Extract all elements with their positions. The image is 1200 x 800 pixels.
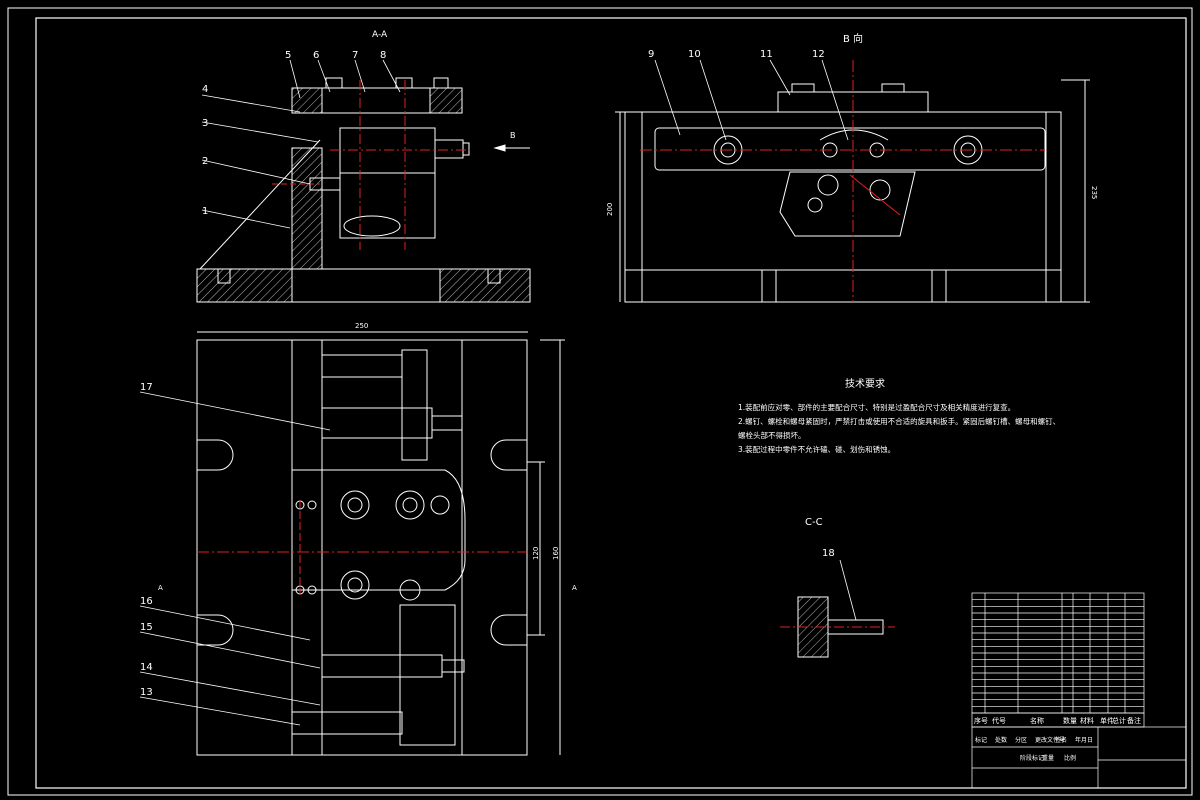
title-block-header-cell: 备注 xyxy=(1127,716,1141,725)
callout-9: 9 xyxy=(648,49,654,60)
callout-10: 10 xyxy=(688,49,701,60)
view-b: B 向 200 235 xyxy=(606,32,1098,303)
tech-line-1: 1.装配前应对零、部件的主要配合尺寸、特别是过盈配合尺寸及相关精度进行复查。 xyxy=(738,402,1015,412)
tech-line-3: 螺栓头部不得损坏。 xyxy=(738,430,806,440)
dim-inner-b: 160 xyxy=(552,547,560,560)
body-b xyxy=(624,111,1062,303)
lever-b xyxy=(654,127,1046,171)
dim-overall-width: 250 xyxy=(355,322,368,330)
callout-17: 17 xyxy=(140,382,153,393)
drawing-frames xyxy=(7,7,1193,796)
callout-8: 8 xyxy=(380,50,386,61)
view-title-aa: A-A xyxy=(372,30,388,40)
plan-view: 250 120 160 A A xyxy=(158,322,577,756)
dim-height-right: 235 xyxy=(1090,186,1098,199)
view-title-cc: C-C xyxy=(805,517,823,528)
callouts-b: 9 10 11 12 xyxy=(648,49,849,141)
title-block-header-cell: 代号 xyxy=(992,716,1006,725)
fixture-block-b xyxy=(779,171,916,237)
section-mark-a-right: A xyxy=(572,584,577,592)
section-view-cc: C-C 18 xyxy=(780,517,895,658)
title-block: 序号代号 名称 数量材料单件总计备注 标记处数分区更改文件号签名年月日阶段标记重量 比… xyxy=(971,592,1187,789)
view-title-b: B 向 xyxy=(843,32,863,45)
arrow-label-b: B xyxy=(510,131,516,140)
clamp-body-plan xyxy=(291,469,466,591)
callout-3: 3 xyxy=(202,118,208,129)
callout-5: 5 xyxy=(285,50,291,61)
callout-1: 1 xyxy=(202,206,208,217)
tech-line-2: 2.螺钉、螺栓和螺母紧固时，严禁打击或使用不合适的旋具和扳手。紧固后螺钉槽、螺母… xyxy=(738,416,1060,426)
title-block-bottom-label: 阶段标记 xyxy=(1020,754,1044,762)
callout-4: 4 xyxy=(202,84,208,95)
callout-2: 2 xyxy=(202,156,208,167)
title-block-bottom-label: 标记 xyxy=(975,736,987,744)
callout-7: 7 xyxy=(352,50,358,61)
base-outline-plan xyxy=(196,339,528,756)
callout-18: 18 xyxy=(822,548,835,559)
callout-13: 13 xyxy=(140,687,153,698)
tech-title: 技术要求 xyxy=(845,377,885,390)
inner-border xyxy=(35,17,1187,789)
title-block-bottom-label: 重量 xyxy=(1042,754,1054,762)
tech-line-4: 3.装配过程中零件不允许磕、碰、划伤和锈蚀。 xyxy=(738,444,895,454)
bolt-17 xyxy=(321,407,433,439)
title-block-header-cell: 名称 xyxy=(1030,716,1044,725)
section-mark-a-left: A xyxy=(158,584,163,592)
title-block-bottom-label: 比例 xyxy=(1064,754,1076,762)
callouts-plan: 17 16 15 14 13 xyxy=(139,382,331,726)
title-block-bottom-label: 更改文件号 xyxy=(1035,736,1065,744)
title-block-header-cell: 总计 xyxy=(1112,716,1126,725)
bolt-16 xyxy=(321,654,443,678)
title-block-header-cell: 序号 xyxy=(974,716,988,725)
technical-requirements: 技术要求 1.装配前应对零、部件的主要配合尺寸、特别是过盈配合尺寸及相关精度进行… xyxy=(738,377,1060,454)
section-view-aa: A-A B xyxy=(196,30,531,303)
callout-15: 15 xyxy=(140,622,153,633)
callout-14: 14 xyxy=(140,662,153,673)
title-block-bottom-label: 年月日 xyxy=(1075,736,1093,744)
callout-6: 6 xyxy=(313,50,319,61)
callout-11: 11 xyxy=(760,49,773,60)
callout-12: 12 xyxy=(812,49,825,60)
title-block-header-cell: 材料 xyxy=(1080,716,1094,725)
callouts-aa: 4 3 2 1 5 6 7 8 xyxy=(201,50,401,229)
dim-inner-a: 120 xyxy=(532,547,540,560)
title-block-header-cell: 数量 xyxy=(1063,716,1077,725)
callout-16: 16 xyxy=(140,596,153,607)
title-block-bottom-label: 处数 xyxy=(995,736,1007,744)
outer-border xyxy=(7,7,1193,796)
bolt-13 xyxy=(291,711,403,735)
title-block-header-cell: 单件 xyxy=(1100,716,1114,725)
body-column-aa xyxy=(291,147,323,270)
title-block-bottom-label: 分区 xyxy=(1015,736,1027,744)
dim-height-left: 200 xyxy=(606,203,614,216)
title-box xyxy=(971,726,1187,789)
title-block-bottom-label: 签名 xyxy=(1055,736,1067,744)
